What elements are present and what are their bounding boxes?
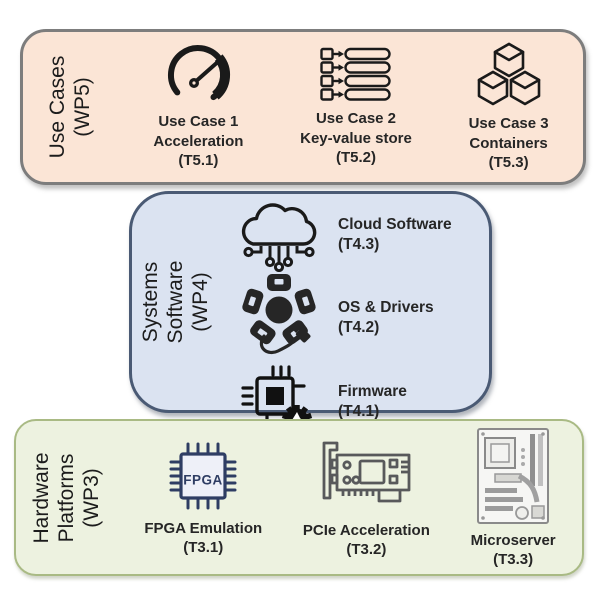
speedometer-icon — [160, 43, 236, 107]
layer-use-cases: Use Cases (WP5) Use Case 1 Acceleration — [20, 29, 586, 185]
item-use-case-1: Use Case 1 Acceleration (T5.1) — [153, 43, 243, 171]
layer-title-line: Platforms — [54, 453, 78, 542]
item-label-line: (T4.1) — [338, 403, 380, 420]
item-label-line: (T4.3) — [338, 236, 380, 253]
item-label-line: (T4.2) — [338, 319, 380, 336]
layer-title-line: Software — [163, 260, 187, 344]
layer-title-line: (WP4) — [188, 272, 212, 332]
layer-title-line: Hardware — [29, 451, 53, 544]
item-label-line: (T5.1) — [178, 152, 219, 170]
item-label-line: FPGA Emulation — [144, 519, 263, 537]
layer-title-line: Systems — [138, 261, 162, 343]
item-label-line: Firmware — [338, 382, 407, 400]
item-label-line: Key-value store — [300, 129, 412, 147]
item-label-line: (T3.2) — [346, 541, 387, 558]
item-label-line: Use Case 2 — [315, 110, 397, 128]
item-label: Cloud Software (T4.3) — [338, 215, 485, 255]
layer-title-line: (WP5) — [71, 77, 94, 137]
layer-title-line: (WP3) — [79, 467, 103, 528]
item-label-line: (T3.1) — [183, 539, 224, 556]
item-microserver: Microserver (T3.3) — [471, 426, 556, 570]
usb-hub-icon — [220, 272, 338, 364]
layer-title-use-cases: Use Cases (WP5) — [23, 32, 119, 182]
item-label-line: (T5.2) — [335, 149, 376, 167]
containers-icon — [472, 41, 546, 109]
layer-title-hardware-platforms: Hardware Platforms (WP3) — [16, 421, 118, 574]
item-label-line: PCIe Acceleration — [302, 521, 430, 539]
item-label-line: (T5.3) — [488, 154, 529, 172]
layer-systems-software: Systems Software (WP4) — [129, 191, 492, 435]
item-label-line: Acceleration — [153, 132, 244, 150]
item-label-line: Use Case 3 — [468, 115, 549, 133]
item-fpga-emulation: FPGA FPGA Emulation (T3.1) — [144, 438, 262, 558]
layer-title-line: Use Cases — [46, 55, 70, 159]
layer-title-systems-software: Systems Software (WP4) — [132, 194, 220, 410]
item-label-line: Microserver — [470, 531, 556, 549]
item-cloud-software: Cloud Software (T4.3) — [220, 198, 485, 272]
item-use-case-3: Use Case 3 Containers (T5.3) — [469, 41, 549, 173]
item-label-line: (T3.3) — [493, 551, 534, 568]
item-label-line: Cloud Software — [338, 215, 452, 233]
item-label-line: Use Case 1 — [158, 113, 239, 131]
fpga-chip-icon: FPGA — [161, 438, 245, 514]
item-use-case-2: Use Case 2 Key-value store (T5.2) — [300, 46, 412, 168]
key-value-store-icon — [320, 46, 392, 104]
layer-hardware-platforms: Hardware Platforms (WP3) FPG — [14, 419, 584, 576]
item-label: OS & Drivers (T4.2) — [338, 298, 485, 338]
item-label: Firmware (T4.1) — [338, 382, 485, 422]
item-pcie-acceleration: PCIe Acceleration (T3.2) — [303, 436, 430, 560]
pcie-card-icon — [310, 436, 422, 516]
motherboard-icon — [475, 426, 551, 526]
item-label-line: Containers — [469, 134, 548, 152]
fpga-icon-text: FPGA — [183, 472, 223, 487]
item-label-line: OS & Drivers — [338, 298, 434, 316]
item-os-drivers: OS & Drivers (T4.2) — [220, 272, 485, 364]
cloud-circuit-icon — [220, 198, 338, 272]
